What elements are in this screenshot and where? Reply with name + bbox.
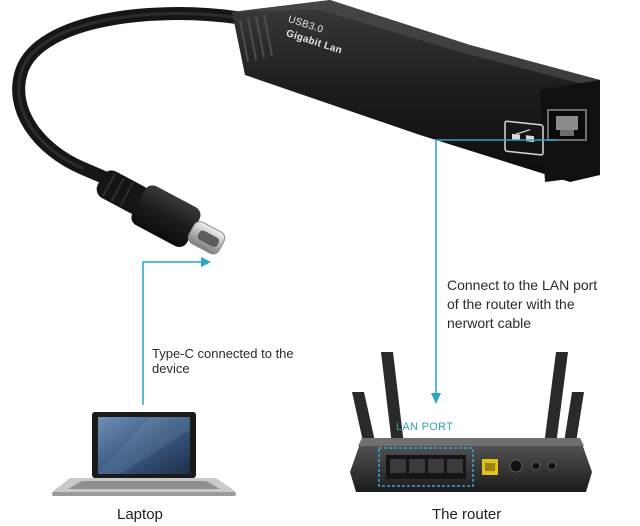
lan-port-highlight (378, 447, 474, 487)
ethernet-adapter (232, 0, 600, 182)
typec-annotation-line2: device (152, 361, 190, 376)
router-caption: The router (432, 506, 502, 523)
arrow-typec-icon (201, 257, 211, 267)
lan-annotation-line3: nerwort cable (447, 315, 532, 331)
pointer-typec (142, 261, 204, 405)
arrow-lan-icon (431, 393, 441, 404)
usb-c-cable (12, 7, 247, 187)
pointer-lan (435, 139, 556, 395)
lan-annotation-line1: Connect to the LAN port (447, 277, 598, 293)
laptop-image (52, 412, 236, 496)
usb-c-connector (96, 170, 226, 255)
lan-port-label: LAN PORT (396, 421, 454, 433)
laptop-caption: Laptop (117, 506, 163, 523)
typec-annotation-line1: Type-C connected to the (152, 346, 294, 361)
lan-annotation-line2: of the router with the (447, 296, 575, 312)
router-image (350, 352, 592, 492)
